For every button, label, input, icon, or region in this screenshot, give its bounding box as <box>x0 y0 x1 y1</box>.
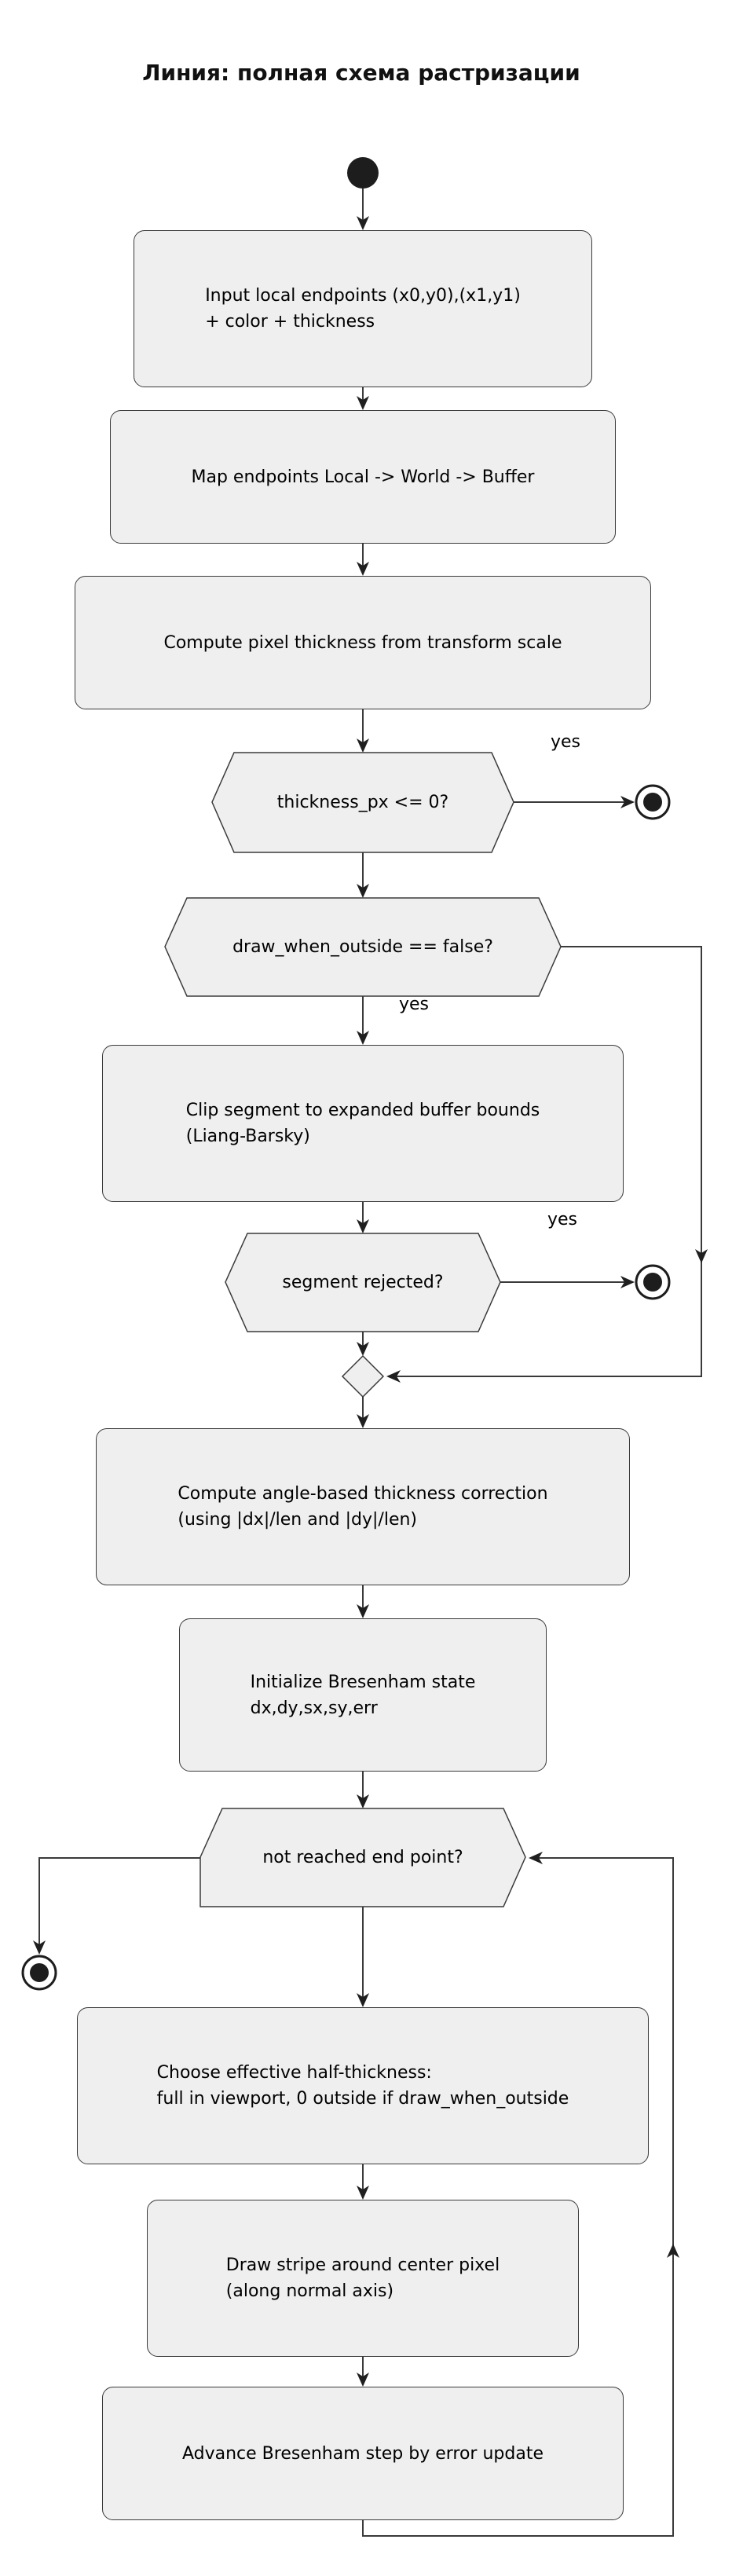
arrowhead <box>357 1604 369 1618</box>
diagram-title: Линия: полная схема растризации <box>142 60 580 86</box>
arrowhead <box>695 1249 708 1263</box>
decision-outside-label: draw_when_outside == false? <box>232 937 493 957</box>
activity-text-line: (Liang-Barsky) <box>185 1127 310 1146</box>
activity-text-line: Compute pixel thickness from transform s… <box>163 632 562 653</box>
activity-text-line: Draw stripe around center pixel <box>225 2255 500 2275</box>
decision-loop-label: not reached end point? <box>262 1848 463 1867</box>
activity-text-line: dx,dy,sx,sy,err <box>250 1698 378 1718</box>
activity-input-endpoints: Input local endpoints (x0,y0),(x1,y1) + … <box>134 230 592 387</box>
activity-text-line: full in viewport, 0 outside if draw_when… <box>156 2089 569 2109</box>
decision-rejected-check <box>225 1233 501 1332</box>
arrowhead <box>357 1219 369 1233</box>
start-node <box>347 157 379 189</box>
activity-clip-segment: Clip segment to expanded buffer bounds (… <box>102 1045 624 1202</box>
activity-text-line: Choose effective half-thickness: <box>156 2063 432 2083</box>
activity-text-line: (along normal axis) <box>225 2281 394 2301</box>
arrowhead <box>33 1940 46 1955</box>
activity-text-line: Input local endpoints (x0,y0),(x1,y1) <box>205 286 521 306</box>
arrowhead <box>357 738 369 753</box>
arrowhead <box>620 796 635 808</box>
activity-text-line: Map endpoints Local -> World -> Buffer <box>191 467 535 487</box>
activity-text-line: Compute angle-based thickness correction <box>178 1484 548 1504</box>
edge-outsidecheck-no-merge <box>397 946 702 1377</box>
merge-diamond <box>341 1354 385 1398</box>
activity-map-endpoints: Map endpoints Local -> World -> Buffer <box>110 410 616 544</box>
arrowhead <box>620 1276 635 1288</box>
arrowhead <box>357 216 369 230</box>
decision-outside-check <box>164 897 562 997</box>
arrowhead <box>357 1993 369 2007</box>
edge-label-yes-rejected: yes <box>547 1210 578 1229</box>
arrowhead <box>386 1370 401 1383</box>
arrowhead <box>357 2373 369 2387</box>
edges <box>38 189 702 2537</box>
edge-label-yes-thickness: yes <box>550 732 581 752</box>
arrowheads <box>33 216 708 2387</box>
activity-text-line: (using |dx|/len and |dy|/len) <box>178 1510 418 1530</box>
end-node-rejected <box>635 1264 671 1300</box>
edge-loopcheck-end-no <box>38 1857 200 1952</box>
arrowhead <box>357 2186 369 2200</box>
arrowhead <box>529 1852 543 1864</box>
arrowhead <box>357 562 369 576</box>
activity-compute-thickness: Compute pixel thickness from transform s… <box>75 576 651 709</box>
end-node-loop-finished <box>21 1955 57 1991</box>
arrowhead <box>357 1342 369 1356</box>
decision-rejected-label: segment rejected? <box>282 1273 444 1292</box>
activity-angle-correction: Compute angle-based thickness correction… <box>96 1428 630 1585</box>
arrowhead <box>357 1794 369 1808</box>
decision-loop-check <box>199 1808 526 1907</box>
activity-choose-halfthickness: Choose effective half-thickness: full in… <box>77 2007 649 2164</box>
edge-label-yes-outside: yes <box>398 995 430 1014</box>
activity-text-line: Initialize Bresenham state <box>250 1672 476 1692</box>
activity-text-line: + color + thickness <box>205 312 375 332</box>
arrowhead <box>667 2244 679 2258</box>
activity-draw-stripe: Draw stripe around center pixel (along n… <box>147 2200 579 2357</box>
decision-thickness-label: thickness_px <= 0? <box>276 793 449 812</box>
activity-init-bresenham: Initialize Bresenham state dx,dy,sx,sy,e… <box>179 1618 547 1772</box>
arrowhead <box>357 1031 369 1045</box>
arrowhead <box>357 396 369 410</box>
end-node-thickness <box>635 784 671 820</box>
activity-text-line: Advance Bresenham step by error update <box>181 2443 544 2464</box>
arrowhead <box>357 884 369 898</box>
activity-advance-bresenham: Advance Bresenham step by error update <box>102 2387 624 2520</box>
arrowhead <box>357 1414 369 1428</box>
edge-advance-loopback <box>362 1857 674 2537</box>
activity-text-line: Clip segment to expanded buffer bounds <box>185 1101 540 1120</box>
decision-thickness-check <box>211 752 514 853</box>
